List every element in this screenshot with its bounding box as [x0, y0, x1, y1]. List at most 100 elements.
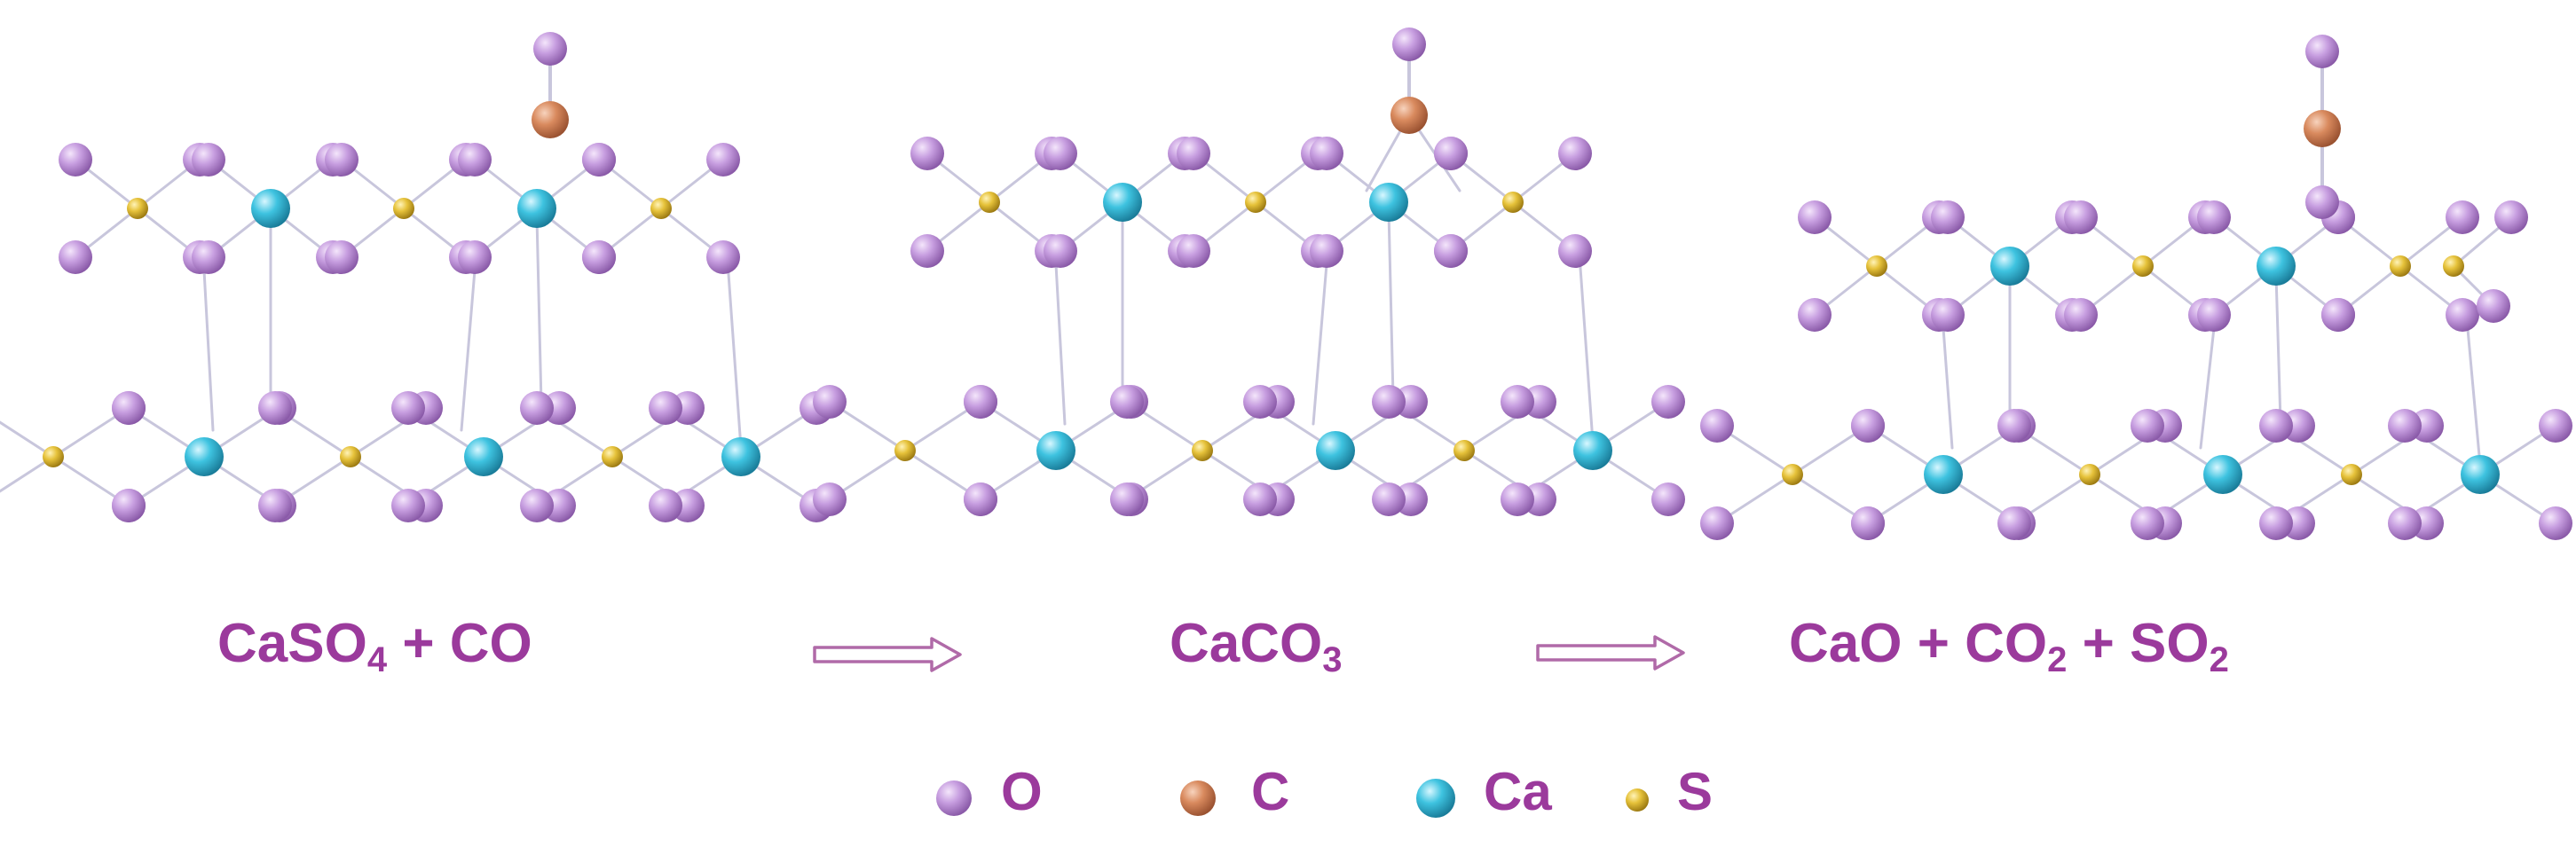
oxygen-atom	[458, 240, 492, 274]
calcium-atom	[2461, 455, 2500, 494]
oxygen-atom	[325, 143, 358, 176]
oxygen-atom	[112, 391, 146, 425]
calcium-atom	[1103, 183, 1142, 222]
oxygen-atom	[813, 482, 847, 516]
oxygen-atom	[1372, 482, 1406, 516]
calcium-atom	[1573, 431, 1612, 470]
equation-intermediate: CaCO3	[1170, 613, 1343, 680]
oxygen-atom	[1851, 409, 1885, 443]
sulfur-atom	[340, 446, 361, 467]
oxygen-atom	[1044, 234, 1077, 268]
oxygen-atom	[2197, 200, 2231, 234]
oxygen-atom	[1110, 385, 1144, 419]
oxygen-atom	[1243, 385, 1277, 419]
oxygen-atom	[1177, 137, 1210, 170]
oxygen-atom	[1372, 385, 1406, 419]
oxygen-atom	[706, 240, 740, 274]
bond-line	[726, 260, 743, 450]
oxygen-atom	[706, 143, 740, 176]
bond-line	[1387, 209, 1395, 399]
oxygen-atom	[520, 391, 554, 425]
oxygen-atom	[2259, 506, 2293, 540]
sulfur-atom	[894, 440, 916, 461]
sulfur-atom	[602, 446, 623, 467]
carbon-atom	[2304, 110, 2341, 147]
oxygen-atom	[910, 234, 944, 268]
calcium-atom	[2257, 247, 2296, 286]
oxygen-atom	[325, 240, 358, 274]
oxygen-atom	[1110, 482, 1144, 516]
bond-line	[2465, 318, 2482, 467]
oxygen-atom	[1651, 482, 1685, 516]
calcium-atom	[1990, 247, 2029, 286]
oxygen-atom	[1798, 200, 1832, 234]
oxygen-atom	[458, 143, 492, 176]
calcium-atom	[1316, 431, 1355, 470]
carbon-atom	[1180, 780, 1216, 816]
oxygen-atom	[192, 143, 225, 176]
oxygen-atom	[2446, 200, 2479, 234]
legend-label-oxygen: O	[1001, 762, 1043, 821]
oxygen-atom	[59, 240, 92, 274]
sulfur-atom	[650, 198, 672, 219]
oxygen-atom	[2064, 200, 2098, 234]
oxygen-atom	[1558, 137, 1592, 170]
sulfur-atom	[1245, 192, 1266, 213]
oxygen-atom	[2388, 409, 2422, 443]
sulfur-atom	[2132, 255, 2154, 277]
calcium-atom	[517, 189, 556, 228]
sulfur-atom	[2443, 255, 2464, 277]
bond-line	[460, 269, 477, 432]
sulfur-atom	[1192, 440, 1213, 461]
oxygen-atom	[59, 143, 92, 176]
oxygen-atom	[258, 489, 292, 522]
oxygen-atom	[2131, 506, 2164, 540]
calcium-atom	[251, 189, 290, 228]
oxygen-atom	[1177, 234, 1210, 268]
bond-line	[2199, 326, 2216, 450]
oxygen-atom	[1501, 482, 1534, 516]
oxygen-atom	[2305, 35, 2339, 68]
legend-label-sulfur: S	[1677, 762, 1713, 821]
oxygen-atom	[391, 391, 425, 425]
oxygen-atom	[1310, 234, 1343, 268]
sulfur-atom	[2390, 255, 2411, 277]
carbon-atom	[532, 101, 569, 138]
oxygen-atom	[1997, 506, 2031, 540]
oxygen-atom	[1798, 298, 1832, 332]
oxygen-atom	[1700, 506, 1734, 540]
oxygen-atom	[1700, 409, 1734, 443]
oxygen-atom	[192, 240, 225, 274]
calcium-atom	[721, 437, 760, 476]
oxygen-atom	[2477, 289, 2510, 323]
oxygen-atom	[910, 137, 944, 170]
oxygen-atom	[2305, 185, 2339, 219]
oxygen-atom	[391, 489, 425, 522]
bond-line	[1312, 263, 1328, 426]
sulfur-atom	[2079, 464, 2100, 485]
calcium-atom	[1924, 455, 1963, 494]
oxygen-atom	[1931, 298, 1965, 332]
calcium-atom	[1369, 183, 1408, 222]
oxygen-atom	[1997, 409, 2031, 443]
calcium-atom	[185, 437, 224, 476]
bond-line	[535, 216, 543, 405]
oxygen-atom	[2446, 298, 2479, 332]
reaction-arrow-2	[1536, 635, 1685, 671]
oxygen-atom	[533, 32, 567, 66]
sulfur-atom	[393, 198, 414, 219]
bond-line	[1578, 254, 1595, 443]
oxygen-atom	[112, 489, 146, 522]
oxygen-atom	[1044, 137, 1077, 170]
oxygen-atom	[813, 385, 847, 419]
calcium-atom	[464, 437, 503, 476]
bond-line	[0, 420, 55, 459]
oxygen-atom	[1501, 385, 1534, 419]
equation-products: CaO + CO2 + SO2	[1789, 613, 2229, 680]
oxygen-atom	[2131, 409, 2164, 443]
oxygen-atom	[1434, 234, 1468, 268]
legend-label-carbon: C	[1251, 762, 1290, 821]
oxygen-atom	[936, 780, 972, 816]
oxygen-atom	[1434, 137, 1468, 170]
